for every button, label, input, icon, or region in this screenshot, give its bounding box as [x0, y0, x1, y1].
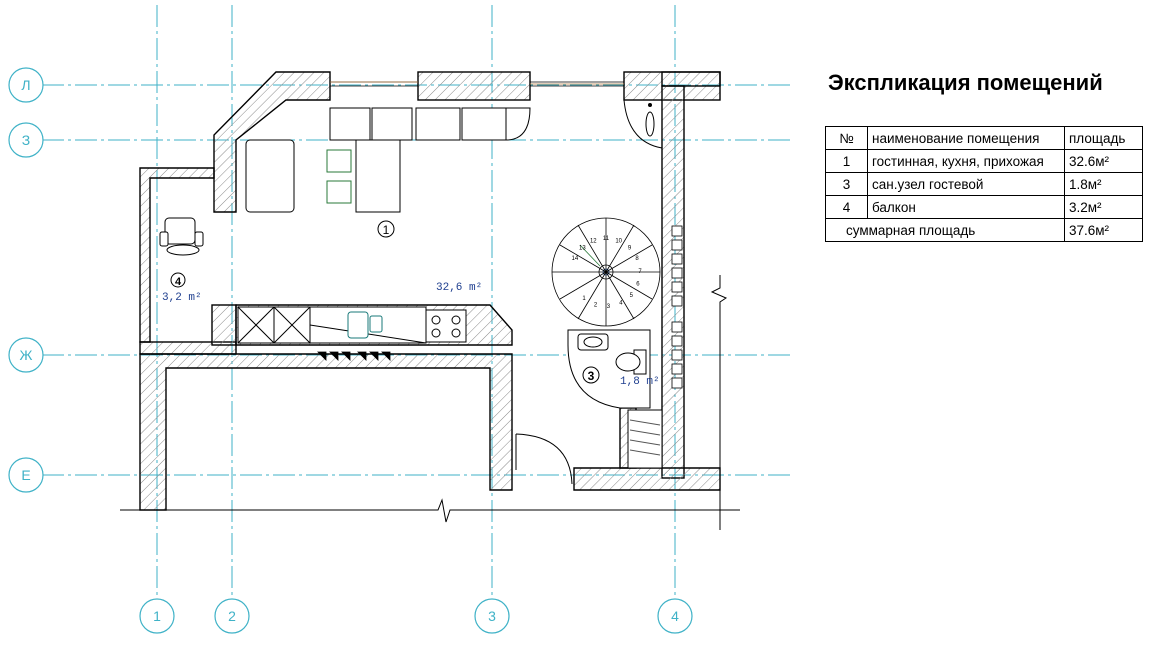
axis-marker-4: 4 [657, 598, 693, 634]
axis-marker-1: 1 [139, 598, 175, 634]
header-number: № [825, 126, 868, 150]
sofa [245, 139, 295, 213]
row-area: 3.2м² [1064, 195, 1143, 219]
axis-label-1: 1 [153, 608, 161, 624]
axis-label-l: Л [21, 77, 30, 93]
windows [330, 81, 624, 87]
main-area-label: 32,6 m² [436, 282, 482, 294]
stair-number: 7 [638, 269, 642, 275]
kitchen-lower [237, 306, 467, 344]
axis-label-3: 3 [488, 608, 496, 624]
stair-number: 14 [572, 256, 579, 262]
table-row: 1 гостинная, кухня, прихожая 32.6м² [825, 149, 1143, 173]
stair-number: 3 [607, 304, 611, 310]
bathroom [567, 329, 651, 409]
entry-door [515, 433, 573, 485]
stair-number: 10 [615, 239, 622, 245]
row-name: балкон [867, 195, 1065, 219]
sink [347, 311, 369, 339]
stair-number: 2 [594, 302, 598, 308]
axis-marker-3: 3 [474, 598, 510, 634]
wardrobe [627, 409, 663, 469]
axis-label-e: Е [21, 467, 30, 483]
fish-icon [645, 111, 655, 137]
table-header-row: № наименование помещения площадь [825, 126, 1143, 150]
bar-counter [326, 139, 401, 213]
stair-number: 6 [636, 282, 640, 288]
total-label: суммарная площадь [825, 218, 1065, 242]
total-area: 37.6м² [1064, 218, 1143, 242]
room-area-3: 1,8 m² [620, 376, 660, 388]
stair-number: 4 [619, 301, 623, 307]
room-label-3: 3 [582, 366, 600, 384]
header-name: наименование помещения [867, 126, 1065, 150]
explication-table: № наименование помещения площадь 1 гости… [825, 126, 1143, 242]
wall-bottom-left [139, 353, 513, 511]
axis-marker-z: З [8, 122, 44, 158]
axis-label-2: 2 [228, 608, 236, 624]
room-labels: 1 32,6 m² 4 3,2 m² 3 1,8 m² [162, 220, 660, 388]
wall-top-mid [417, 71, 531, 101]
chair-2 [326, 180, 352, 204]
row-number: 4 [825, 195, 868, 219]
room-label-1: 1 [377, 220, 395, 238]
axis-label-4: 4 [671, 608, 679, 624]
axis-markers: Л З Ж Е 1 2 3 4 [8, 67, 693, 634]
room-number-4: 4 [175, 276, 182, 288]
stair-number: 9 [628, 246, 632, 252]
stove [425, 309, 467, 343]
row-name: сан.узел гостевой [867, 172, 1065, 196]
kitchen-upper-cabinets [329, 107, 531, 141]
wall-bathroom-bottom [573, 467, 721, 491]
room-label-4: 4 [170, 272, 186, 288]
table-total-row: суммарная площадь 37.6м² [825, 218, 1143, 242]
table-row: 4 балкон 3.2м² [825, 195, 1143, 219]
axis-marker-e: Е [8, 457, 44, 493]
row-number: 1 [825, 149, 868, 173]
room-area-4: 3,2 m² [162, 292, 202, 304]
wall-balcony-divider [211, 304, 237, 346]
axis-label-z: З [22, 132, 30, 148]
stair-number: 12 [590, 239, 597, 245]
right-vents [671, 225, 683, 389]
row-area: 1.8м² [1064, 172, 1143, 196]
axis-marker-l: Л [8, 67, 44, 103]
stair-number: 13 [579, 246, 586, 252]
wall-right-outer [661, 71, 721, 87]
room-number-3: 3 [588, 369, 595, 383]
row-name: гостинная, кухня, прихожая [867, 149, 1065, 173]
row-number: 3 [825, 172, 868, 196]
stair-number: 8 [635, 256, 639, 262]
axis-marker-2: 2 [214, 598, 250, 634]
header-area: площадь [1064, 126, 1143, 150]
axis-marker-zh: Ж [8, 337, 44, 373]
room-number-1: 1 [383, 223, 390, 237]
stair-number: 11 [603, 236, 610, 242]
stair-number: 5 [630, 293, 634, 299]
break-line [120, 275, 740, 530]
armchair [159, 217, 204, 256]
row-area: 32.6м² [1064, 149, 1143, 173]
vent-strip [317, 351, 391, 361]
table-row: 3 сан.узел гостевой 1.8м² [825, 172, 1143, 196]
stair-number: 1 [582, 296, 586, 302]
chair-1 [326, 149, 352, 173]
axis-label-zh: Ж [20, 347, 33, 363]
wall-top-left-bevel [213, 71, 331, 213]
explication-title: Экспликация помещений [828, 70, 1103, 95]
balcony-door [623, 99, 663, 149]
